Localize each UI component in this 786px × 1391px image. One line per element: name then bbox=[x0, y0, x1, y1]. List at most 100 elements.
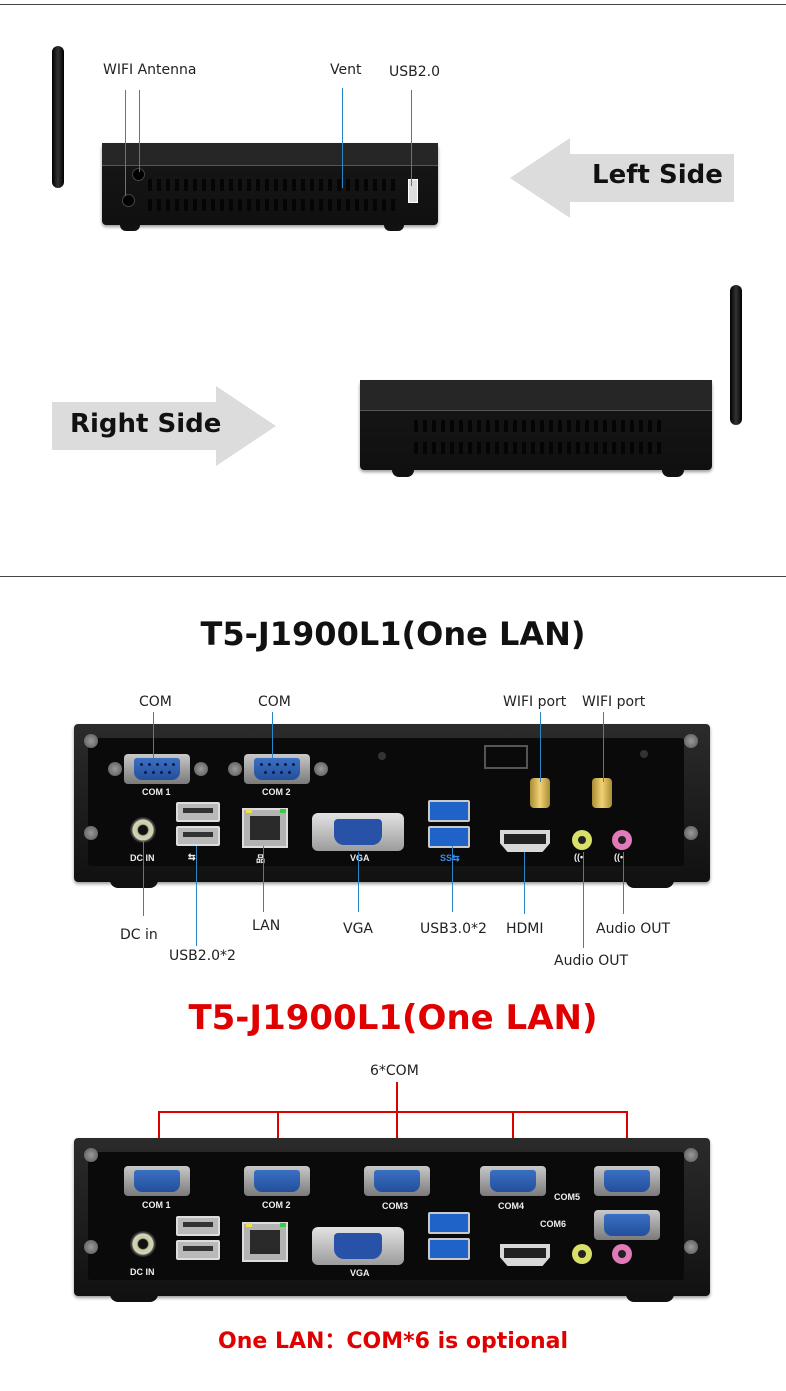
dc-in-panel-label: DC IN bbox=[130, 1267, 155, 1277]
antenna-port-icon bbox=[122, 194, 135, 207]
audio-icon: ((• bbox=[574, 852, 584, 862]
vent-slot bbox=[220, 199, 224, 211]
lan-port bbox=[242, 1222, 288, 1262]
section-title-red: T5-J1900L1(One LAN) bbox=[188, 998, 598, 1038]
optional-note: One LAN：COM*6 is optional bbox=[218, 1329, 568, 1354]
com1-port bbox=[124, 754, 190, 784]
vent-slot bbox=[319, 179, 323, 191]
left-side-title: Left Side bbox=[592, 160, 723, 190]
vent-slot bbox=[504, 420, 508, 432]
vent-slot bbox=[175, 179, 179, 191]
com2-panel-label: COM 2 bbox=[262, 1200, 291, 1210]
lan-label: LAN bbox=[252, 918, 281, 934]
vent-slot bbox=[549, 420, 553, 432]
vent-slot bbox=[166, 179, 170, 191]
vent-slot bbox=[585, 420, 589, 432]
hdmi-label: HDMI bbox=[506, 921, 544, 937]
vent-slot bbox=[576, 420, 580, 432]
vent-slot bbox=[468, 420, 472, 432]
vent-slot bbox=[657, 420, 661, 432]
vent-slot bbox=[612, 420, 616, 432]
usb3-port bbox=[428, 1238, 470, 1260]
right-arrow-icon bbox=[52, 386, 276, 466]
vent-slot bbox=[621, 442, 625, 454]
lan-symbol-icon: 品 bbox=[256, 854, 266, 864]
wifi-port-connector bbox=[592, 778, 612, 808]
vent-slot bbox=[594, 442, 598, 454]
vent-slot bbox=[522, 442, 526, 454]
vent-slot bbox=[459, 442, 463, 454]
com2-port bbox=[244, 1166, 310, 1196]
vent-slot bbox=[346, 179, 350, 191]
vent-slot bbox=[319, 199, 323, 211]
vent-slot bbox=[337, 199, 341, 211]
vent-slot bbox=[594, 420, 598, 432]
vent-slot bbox=[373, 199, 377, 211]
usb3-port bbox=[428, 826, 470, 848]
vent-slot bbox=[432, 420, 436, 432]
section-title: T5-J1900L1(One LAN) bbox=[200, 615, 586, 653]
wifi-port-label: WIFI port bbox=[582, 694, 646, 710]
vent-slot bbox=[184, 199, 188, 211]
com1-port bbox=[124, 1166, 190, 1196]
hdmi-port bbox=[500, 1244, 550, 1266]
vent-slot bbox=[238, 179, 242, 191]
vent-slot bbox=[621, 420, 625, 432]
vent-slot bbox=[193, 199, 197, 211]
lan-port bbox=[242, 808, 288, 848]
wifi-antenna bbox=[52, 46, 64, 188]
vent-slot bbox=[531, 420, 535, 432]
vent-slot bbox=[157, 199, 161, 211]
vent-slot bbox=[657, 442, 661, 454]
vent-slot bbox=[256, 179, 260, 191]
vent-slot bbox=[459, 420, 463, 432]
vent-slot bbox=[558, 420, 562, 432]
com-label: COM bbox=[139, 694, 172, 710]
ss-usb-icon: SS⇆ bbox=[440, 853, 460, 863]
vent-slot bbox=[310, 179, 314, 191]
vent-slot bbox=[292, 179, 296, 191]
com2-port bbox=[244, 754, 310, 784]
vent-slot bbox=[202, 179, 206, 191]
vent-slot bbox=[337, 179, 341, 191]
vent-slot bbox=[274, 179, 278, 191]
vent-slot bbox=[630, 420, 634, 432]
usb-port-icon bbox=[408, 179, 418, 203]
vent-slot bbox=[549, 442, 553, 454]
left-arrow-icon bbox=[510, 138, 734, 218]
vent-slot bbox=[558, 442, 562, 454]
vent-slot bbox=[513, 442, 517, 454]
audio-icon: ((• bbox=[614, 852, 624, 862]
com5-port bbox=[594, 1166, 660, 1196]
vent-slot bbox=[567, 442, 571, 454]
com4-port bbox=[480, 1166, 546, 1196]
usb-label: USB2.0 bbox=[389, 64, 441, 80]
vent-slot bbox=[229, 199, 233, 211]
vga-label: VGA bbox=[343, 921, 374, 937]
vent-slot bbox=[391, 199, 395, 211]
vent-slot bbox=[567, 420, 571, 432]
usb-symbol-icon: ⇆ bbox=[188, 852, 196, 862]
vent-slot bbox=[540, 420, 544, 432]
vent-slot bbox=[184, 179, 188, 191]
vent-slot bbox=[202, 199, 206, 211]
vent-slot bbox=[328, 179, 332, 191]
com6-panel-label: COM6 bbox=[540, 1219, 567, 1229]
vga-panel-label: VGA bbox=[350, 1268, 370, 1278]
vent-slot bbox=[328, 199, 332, 211]
audio-out-label: Audio OUT bbox=[596, 921, 671, 937]
usb3-port bbox=[428, 800, 470, 822]
dc-in-port bbox=[130, 1231, 156, 1257]
vent-slot bbox=[603, 420, 607, 432]
usb3-port bbox=[428, 1212, 470, 1234]
audio-line-jack bbox=[572, 830, 592, 850]
vent-slot bbox=[441, 442, 445, 454]
vent-slot bbox=[522, 420, 526, 432]
vent-slot bbox=[292, 199, 296, 211]
vent-slot bbox=[477, 442, 481, 454]
usb30-label: USB3.0*2 bbox=[420, 921, 487, 937]
vent-slot bbox=[247, 199, 251, 211]
dc-in-panel-label: DC IN bbox=[130, 853, 155, 863]
audio-mic-jack bbox=[612, 830, 632, 850]
vent-slot bbox=[193, 179, 197, 191]
